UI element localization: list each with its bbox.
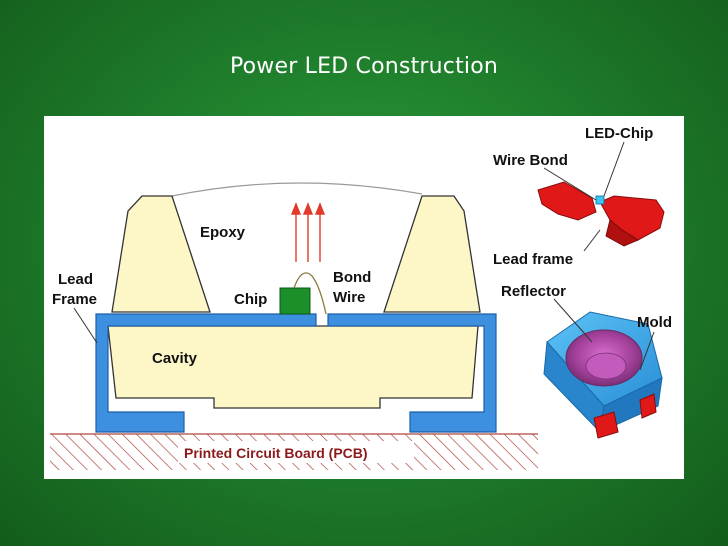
cavity-label: Cavity [152, 350, 198, 367]
diagram-panel: Printed Circuit Board (PCB) Epoxy Chip [44, 116, 684, 479]
reflector-label: Reflector [501, 283, 566, 300]
epoxy-label: Epoxy [200, 224, 246, 241]
lead-frame-right [327, 313, 497, 433]
bond-wire-label-2: Wire [333, 289, 365, 306]
lead-frame-3d-left [537, 181, 597, 221]
reflector-mold-3d: Reflector Mold [501, 283, 672, 439]
pcb-label: Printed Circuit Board (PCB) [184, 445, 368, 461]
mold-lead-left [593, 411, 619, 439]
mold-pointer [639, 331, 655, 371]
reflector-pointer [553, 298, 593, 343]
led-chip-pointer [603, 141, 625, 197]
slide-title: Power LED Construction [229, 54, 499, 79]
lead-frame-3d-tab [605, 219, 640, 247]
cavity-body [107, 325, 479, 409]
led-chip [279, 287, 311, 315]
wire-bond-3d-label: Wire Bond [493, 152, 568, 169]
epoxy-dome [171, 182, 423, 197]
bond-wire-label-1: Bond [333, 269, 371, 286]
diagram-canvas: Printed Circuit Board (PCB) Epoxy Chip [50, 125, 672, 470]
light-arrows [290, 202, 326, 262]
lead-frame-3d-pointer [583, 229, 601, 252]
pcb-label-bg [178, 441, 414, 463]
epoxy-left-wedge [111, 195, 211, 313]
bond-wire [293, 272, 327, 315]
chip-label: Chip [234, 291, 267, 308]
lead-frame-label-1: Lead [58, 271, 93, 288]
mold-lead-right [639, 393, 657, 419]
epoxy-right-wedge [383, 195, 481, 313]
lead-frame-pointer [73, 307, 98, 344]
lead-frame-left [95, 313, 317, 433]
lead-frame-3d-chip [595, 195, 605, 205]
lead-frame-3d: LED-Chip Wire Bond Lead frame [493, 125, 665, 268]
wire-bond-pointer [543, 167, 597, 201]
lead-frame-3d-label: Lead frame [493, 251, 573, 268]
mold-label: Mold [637, 314, 672, 331]
led-chip-3d-label: LED-Chip [585, 125, 653, 142]
lead-frame-label-2: Frame [52, 291, 97, 308]
reflector-floor [585, 352, 627, 380]
cross-section: Printed Circuit Board (PCB) Epoxy Chip [50, 182, 538, 470]
